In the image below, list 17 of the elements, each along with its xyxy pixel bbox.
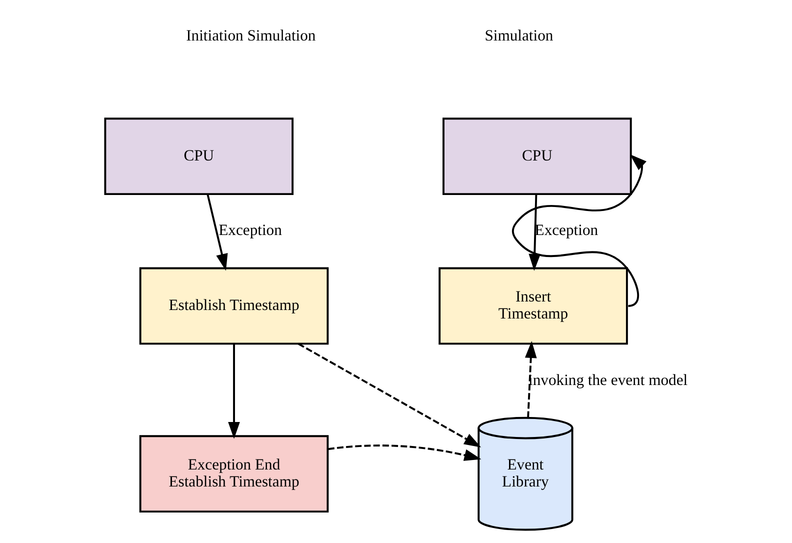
node-box: Establish Timestamp [139, 267, 329, 345]
arrow [298, 342, 482, 448]
node-box: Insert Timestamp [438, 267, 628, 345]
node-box: Exception End Establish Timestamp [139, 435, 329, 513]
arrow [328, 444, 482, 461]
label: Simulation [484, 28, 554, 45]
arrow [528, 194, 541, 271]
arrow [206, 194, 228, 271]
node-box: CPU [442, 118, 632, 196]
edge-label: invoking the event model [528, 372, 688, 389]
edge-label: Exception [218, 222, 282, 240]
edge-label: Exception [534, 222, 598, 240]
arrow [228, 344, 240, 439]
label: Initiation Simulation [186, 28, 316, 45]
node-box: CPU [104, 118, 294, 196]
arrow [524, 341, 537, 418]
arrow [512, 154, 646, 307]
